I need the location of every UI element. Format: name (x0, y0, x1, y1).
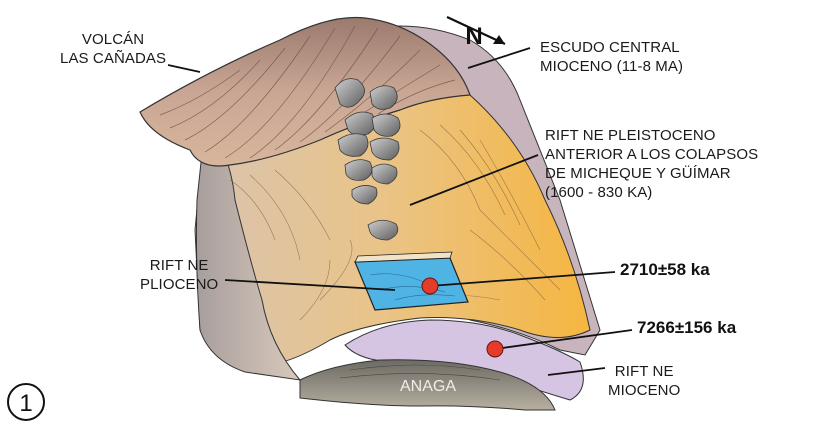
escudo-label-line-1: ESCUDO CENTRAL (540, 38, 683, 57)
rift-pleistoceno-line-3: DE MICHEQUE Y GÜÍMAR (545, 164, 758, 183)
volcan-label: VOLCÁN LAS CAÑADAS (60, 30, 166, 68)
age-miocene: 7266±156 ka (637, 318, 736, 338)
volcan-label-line-2: LAS CAÑADAS (60, 49, 166, 68)
rift-pleistoceno-line-2: ANTERIOR A LOS COLAPSOS (545, 145, 758, 164)
anaga-label: ANAGA (400, 378, 456, 395)
rift-mioceno-label: RIFT NE MIOCENO (608, 362, 680, 400)
escudo-central-label: ESCUDO CENTRAL MIOCENO (11-8 Ma) (540, 38, 683, 76)
rift-mioceno-line-2: MIOCENO (608, 381, 680, 400)
escudo-label-line-2: MIOCENO (11-8 Ma) (540, 57, 683, 76)
rift-pleistoceno-line-4: (1600 - 830 ka) (545, 183, 758, 202)
volcan-label-line-1: VOLCÁN (60, 30, 166, 49)
rift-plioceno-label: RIFT NE PLIOCENO (140, 256, 218, 294)
panel-number: 1 (19, 390, 32, 417)
sample-dot-miocene (487, 341, 503, 357)
rift-pleistoceno-label: RIFT NE PLEISTOCENO ANTERIOR A LOS COLAP… (545, 126, 758, 202)
age-pliocene: 2710±58 ka (620, 260, 710, 280)
rift-mioceno-line-1: RIFT NE (608, 362, 680, 381)
sample-dot-pliocene (422, 278, 438, 294)
rift-pleistoceno-line-1: RIFT NE PLEISTOCENO (545, 126, 758, 145)
north-label: N (465, 23, 482, 50)
rift-plioceno-line-1: RIFT NE (140, 256, 218, 275)
rift-plioceno-line-2: PLIOCENO (140, 275, 218, 294)
